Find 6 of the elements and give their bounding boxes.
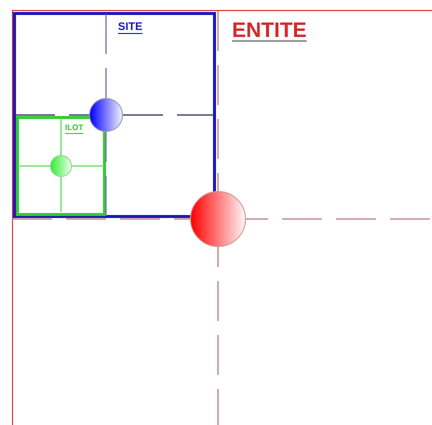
sphere-marker [50, 155, 72, 177]
frame-title: SITE [118, 21, 142, 33]
sphere-marker [89, 98, 123, 132]
frame-title: ENTITE [232, 19, 307, 43]
frame-title: ILOT [65, 123, 84, 132]
boundary-frame [12, 10, 432, 425]
